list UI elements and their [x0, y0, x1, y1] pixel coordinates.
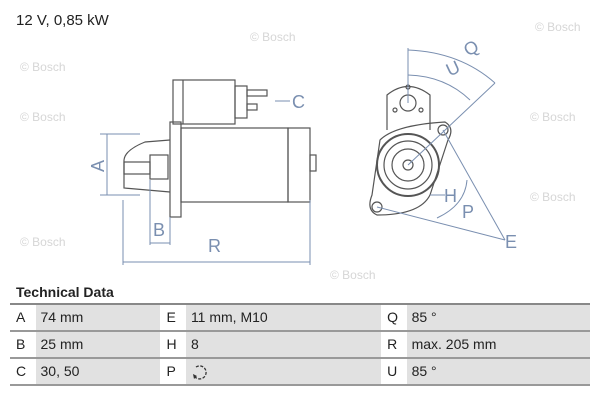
watermark-text: © Bosch: [20, 235, 66, 249]
param-value: 11 mm, M10: [185, 305, 382, 330]
watermark-text: © Bosch: [535, 20, 581, 34]
param-key: A: [10, 305, 36, 330]
param-value: 25 mm: [35, 332, 161, 357]
param-key: C: [10, 359, 36, 384]
param-key: R: [381, 332, 407, 357]
table-row: A 74 mm E 11 mm, M10 Q 85 °: [10, 305, 591, 332]
clockwise-rotation-icon: [192, 365, 207, 380]
watermark-text: © Bosch: [530, 110, 576, 124]
table-row: C 30, 50 P U 85 °: [10, 359, 591, 386]
table-row: B 25 mm H 8 R max. 205 mm: [10, 332, 591, 359]
technical-data-table: A 74 mm E 11 mm, M10 Q 85 ° B 25 mm H 8 …: [10, 303, 591, 386]
label-h: H: [444, 186, 457, 206]
param-value: max. 205 mm: [406, 332, 591, 357]
front-dimensions: [376, 48, 506, 241]
side-view: [123, 79, 317, 218]
watermark-text: © Bosch: [20, 110, 66, 124]
technical-data-heading: Technical Data: [16, 284, 114, 300]
param-value: 30, 50: [35, 359, 161, 384]
param-key: B: [10, 332, 36, 357]
label-p: P: [462, 202, 474, 222]
label-b: B: [153, 220, 165, 240]
param-value: 74 mm: [35, 305, 161, 330]
label-a: A: [88, 160, 108, 172]
param-key: Q: [381, 305, 407, 330]
param-key: U: [381, 359, 407, 384]
label-r: R: [208, 236, 221, 256]
dimension-labels: A B C R Q U H P E: [88, 36, 517, 256]
param-value: 8: [185, 332, 382, 357]
param-value: 85 °: [406, 305, 591, 330]
param-key: E: [160, 305, 186, 330]
param-key: H: [160, 332, 186, 357]
starter-motor-drawing: A B C R Q U H P E: [88, 36, 517, 265]
label-c: C: [292, 92, 305, 112]
param-key: P: [160, 359, 186, 384]
label-e: E: [505, 232, 517, 252]
param-value: 85 °: [406, 359, 591, 384]
watermark-text: © Bosch: [330, 268, 376, 282]
watermark-text: © Bosch: [250, 30, 296, 44]
voltage-power-title: 12 V, 0,85 kW: [16, 12, 109, 29]
param-value-rotation: [185, 359, 382, 384]
label-q: Q: [460, 36, 482, 60]
side-dimensions: [100, 100, 311, 265]
watermark-text: © Bosch: [530, 190, 576, 204]
label-u: U: [443, 57, 463, 81]
watermark-text: © Bosch: [20, 60, 66, 74]
